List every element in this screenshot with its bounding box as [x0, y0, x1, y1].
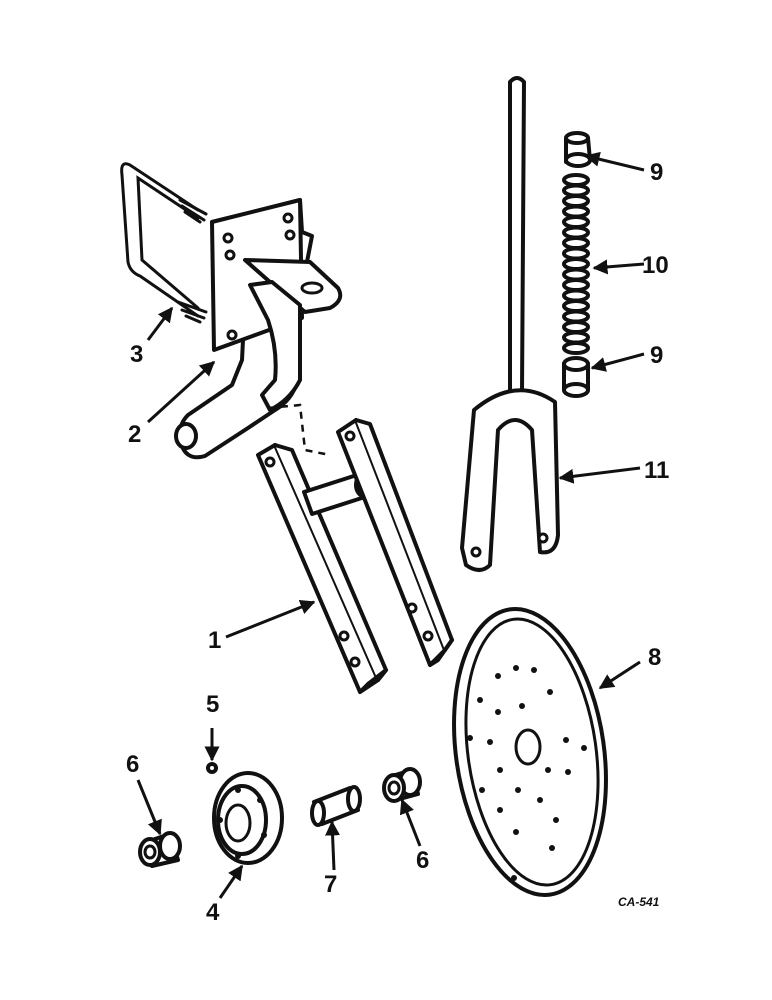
callout-9-top: 9	[650, 159, 663, 186]
callout-10: 10	[642, 252, 669, 279]
callout-1: 1	[208, 627, 221, 654]
disc-hole	[495, 709, 501, 715]
callout-9-bottom: 9	[650, 342, 663, 369]
spring-coil	[562, 341, 590, 355]
disc-blade	[452, 607, 608, 897]
disc-hole	[531, 667, 537, 673]
callout-7: 7	[324, 871, 337, 898]
bearing-left	[138, 831, 182, 868]
disc-hole	[581, 745, 587, 751]
spring-washer-top	[564, 131, 592, 168]
callouts: 3 2 1 5 6 4 7 6 8 9 10 9 11 CA-541	[126, 159, 669, 926]
bracket	[174, 198, 343, 460]
disc-hole	[515, 787, 521, 793]
disc-hole	[549, 845, 555, 851]
callout-11: 11	[644, 457, 669, 484]
disc-hole	[513, 829, 519, 835]
disc-holes	[467, 665, 587, 881]
disc-hole	[519, 703, 525, 709]
u-bolt	[120, 162, 208, 324]
disc-hole	[497, 767, 503, 773]
disc-hole	[513, 665, 519, 671]
disc-hole	[547, 689, 553, 695]
callout-3: 3	[130, 341, 143, 368]
spring-washer-bottom	[562, 356, 590, 398]
compression-spring	[562, 173, 590, 355]
pressure-rod-fork	[460, 76, 560, 572]
disc-hole	[511, 875, 517, 881]
hub	[212, 771, 284, 865]
disc-hole	[545, 767, 551, 773]
disc-hole	[563, 737, 569, 743]
disc-hole	[467, 735, 473, 741]
disc-hole	[553, 817, 559, 823]
spacer-tube	[310, 785, 362, 827]
disc-hole	[565, 769, 571, 775]
small-bolt	[206, 762, 218, 774]
disc-hole	[495, 673, 501, 679]
u-bolt-thread-top	[178, 198, 208, 224]
leader-lines	[136, 151, 645, 899]
callout-6-left: 6	[126, 751, 139, 778]
callout-5: 5	[206, 691, 219, 718]
disc-hole	[487, 739, 493, 745]
disc-hole	[477, 697, 483, 703]
callout-4: 4	[206, 899, 220, 926]
figure-code: CA-541	[618, 895, 660, 909]
bearing-right	[382, 767, 422, 803]
callout-6-right: 6	[416, 847, 429, 874]
disc-hole	[537, 797, 543, 803]
arm-assembly	[256, 418, 454, 694]
callout-2: 2	[128, 421, 141, 448]
disc-hole	[479, 787, 485, 793]
disc-hole	[497, 807, 503, 813]
callout-8: 8	[648, 644, 661, 671]
u-bolt-thread-bottom	[176, 300, 208, 324]
